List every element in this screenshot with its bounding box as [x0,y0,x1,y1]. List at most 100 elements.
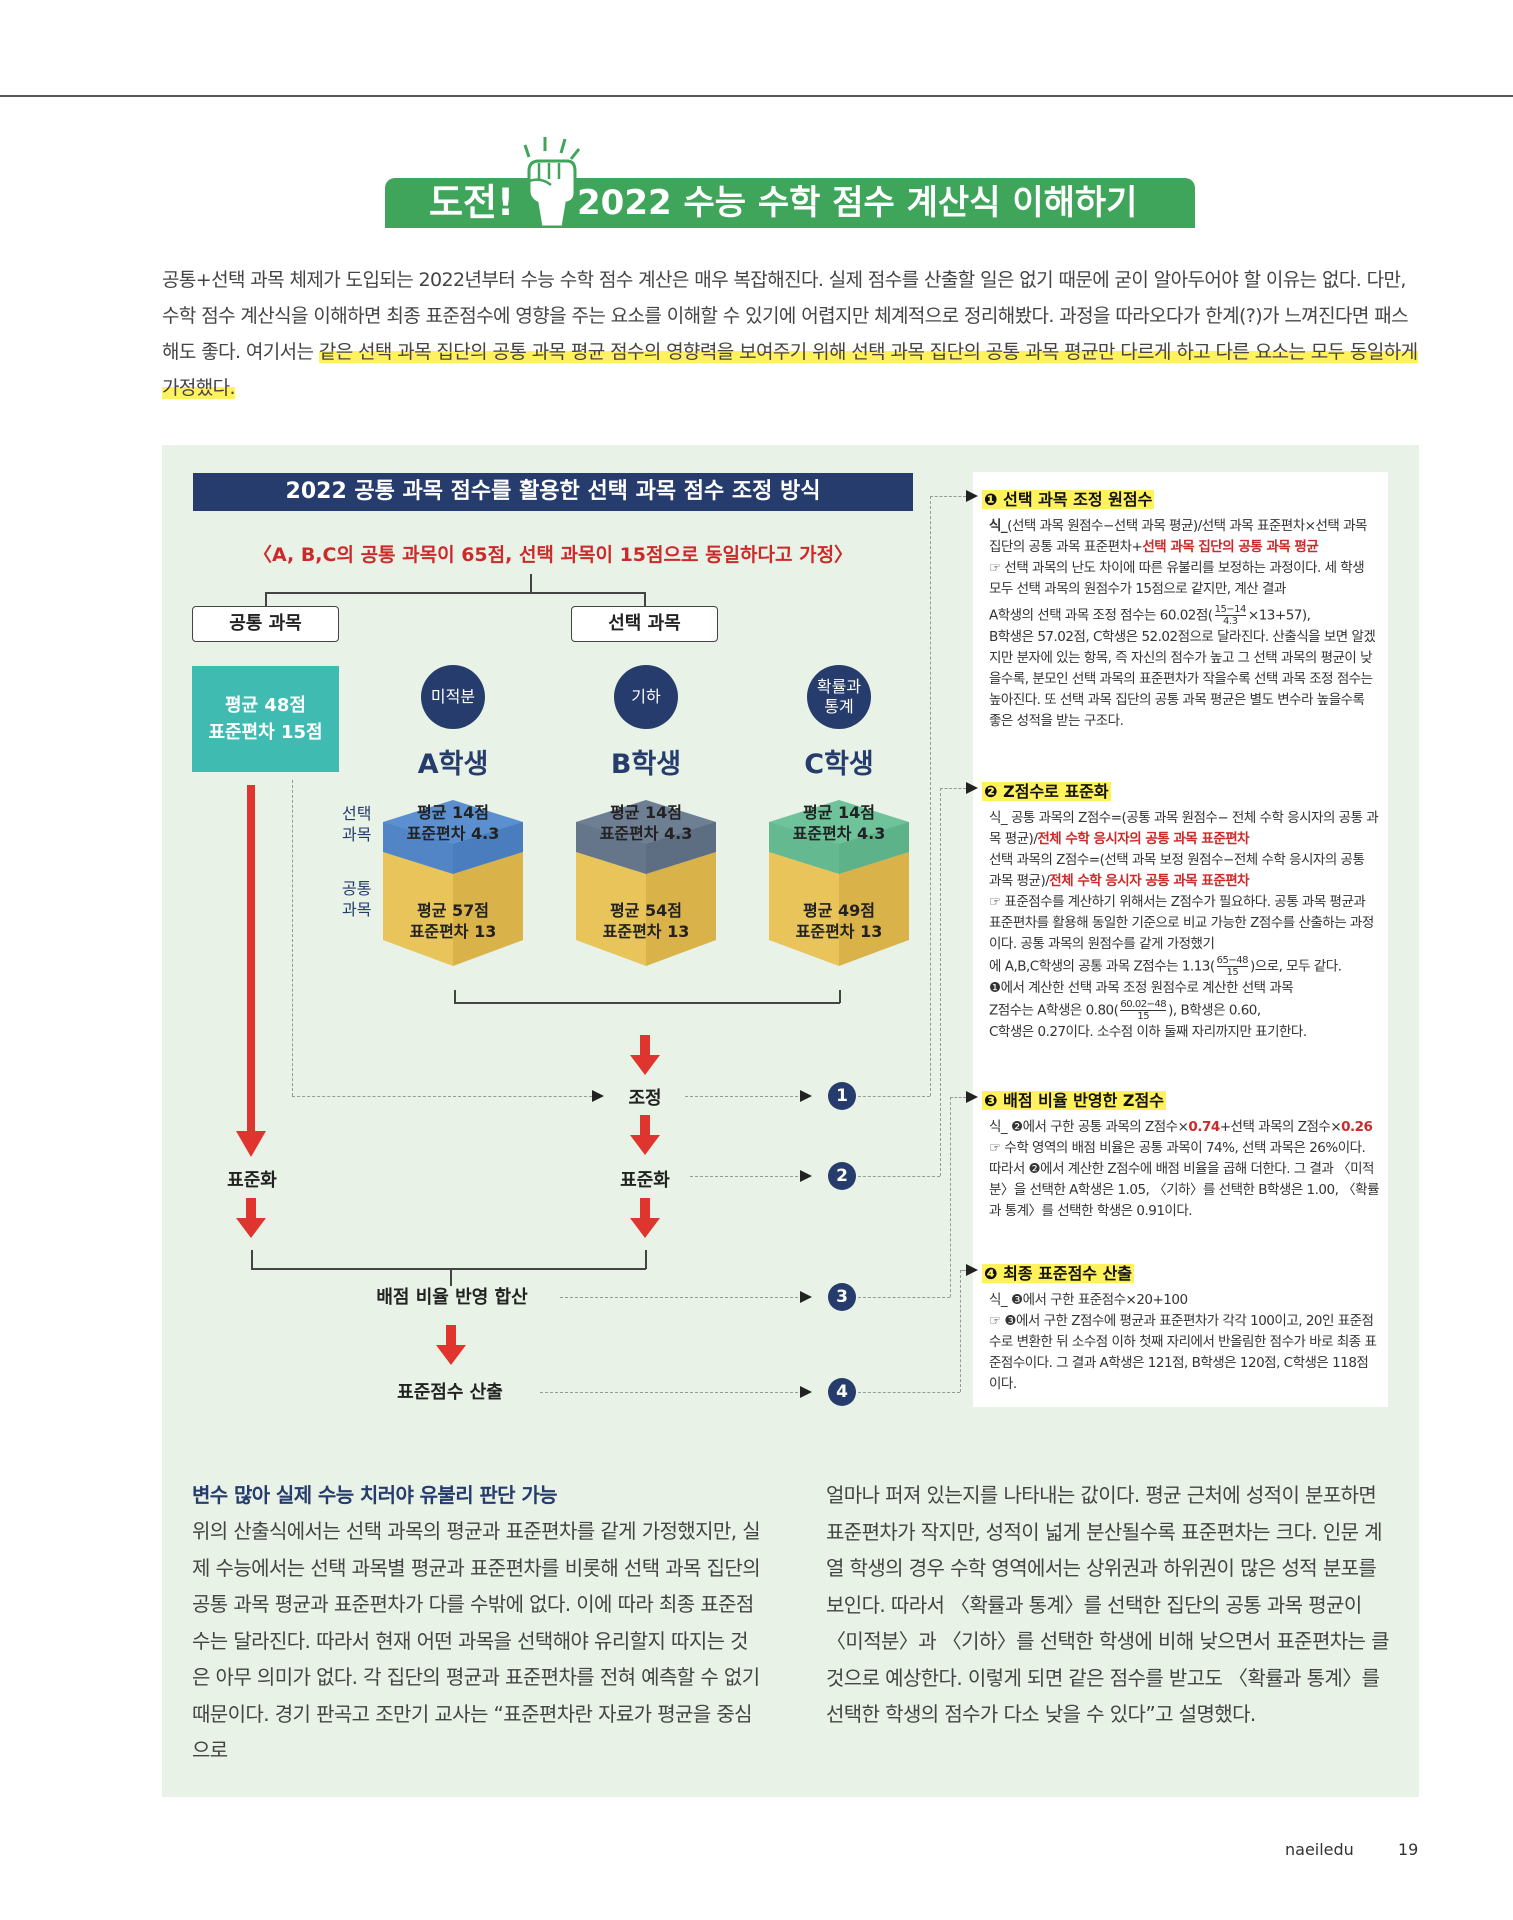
dashed-connector [690,1176,803,1177]
subject-circle-probability: 확률과 통계 [807,665,871,729]
step-title: 선택 과목 조정 원점수 [1003,490,1153,509]
formula-red: 0.74 [1188,1119,1220,1135]
arrow-right-icon [966,490,978,502]
side-label-elective: 선택 과목 [342,803,371,845]
side-label-line: 과목 [342,900,372,919]
dashed-connector [960,1270,961,1392]
step4-heading: ❹ 최종 표준점수 산출 [982,1260,1135,1284]
red-arrow-icon [630,1035,660,1075]
arrow-right-icon [800,1386,812,1398]
formula-red: 전체 수학 응시자 공통 과목 표준편차 [1049,873,1250,889]
top-rule [0,95,1513,97]
body-text: ), B학생은 0.60, [1168,1002,1261,1019]
body-text: ☞ 수학 영역의 배점 비율은 공통 과목이 74%, 선택 과목은 26%이다… [989,1140,1380,1219]
dashed-connector [858,1392,960,1393]
cube-b-top-text: 평균 14점 표준편차 4.3 [576,802,716,844]
diagram-title: 2022 공통 과목 점수를 활용한 선택 과목 점수 조정 방식 [193,473,913,511]
flow-adjust: 조정 [628,1088,662,1109]
step3-body: 식_ ❷에서 구한 공통 과목의 Z점수×0.74+선택 과목의 Z점수×0.2… [989,1117,1380,1222]
student-a-label: A학생 [417,749,489,780]
cube-b [576,800,716,966]
cube-c-top-text: 평균 14점 표준편차 4.3 [769,802,909,844]
article-right-column: 얼마나 퍼져 있는지를 나타내는 값이다. 평균 근처에 성적이 분포하면 표준… [826,1477,1396,1733]
flow-sum: 배점 비율 반영 합산 [376,1287,528,1308]
red-arrow-icon [630,1198,660,1238]
step1-body: 식_(선택 과목 원점수−선택 과목 평균)/선택 과목 표준편차×선택 과목 … [989,516,1379,732]
arrow-right-icon [800,1170,812,1182]
dashed-connector [930,496,966,497]
step-number-3: 3 [828,1283,856,1311]
subject-label: 미적분 [430,687,476,706]
intro-highlight: 같은 선택 과목 집단의 공통 과목 평균 점수의 영향력을 보여주기 위해 선… [162,341,1418,399]
connector [644,592,646,608]
article-left-column: 변수 많아 실제 수능 치러야 유불리 판단 가능 위의 산출식에서는 선택 과… [192,1477,762,1769]
side-label-line: 과목 [342,825,372,844]
body-text: ×13+57), [1247,607,1311,624]
connector [265,592,645,594]
arrow-right-icon [966,1091,978,1103]
step-mark: ❶ [984,490,998,509]
fraction-denominator: 4.3 [1223,616,1238,627]
dashed-connector [540,1392,803,1393]
dashed-connector [940,788,966,789]
cube-b-bottom-text: 평균 54점 표준편차 13 [576,900,716,942]
subject-circle-geometry: 기하 [614,665,678,729]
article-heading: 변수 많아 실제 수능 치러야 유불리 판단 가능 [192,1483,558,1507]
elective-std: 표준편차 4.3 [792,824,886,843]
formula-text: (선택 과목 원점수−선택 과목 평균)/선택 과목 표준편차×선택 과목 집단… [989,518,1367,555]
fraction-numerator: 15−14 [1214,604,1246,616]
body-text: )으로, 모두 같다. [1249,958,1342,975]
step2-body: 식_ 공통 과목의 Z점수=(공통 과목 원점수− 전체 수학 응시자의 공통 … [989,808,1379,1043]
fist-icon [523,137,581,227]
dashed-connector [950,1097,951,1297]
common-subject-label: 공통 과목 [192,606,339,642]
red-arrow-icon [630,1115,660,1155]
body-text: ☞ 표준점수를 계산하기 위해서는 Z점수가 필요하다. 공통 과목 평균과 표… [989,894,1374,952]
common-mean: 평균 49점 [803,901,875,920]
fraction-denominator: 15 [1226,967,1239,978]
common-std: 표준편차 13 [795,922,883,941]
elective-mean: 평균 14점 [803,803,875,822]
body-text: ☞ 선택 과목의 난도 차이에 따른 유불리를 보정하는 과정이다. 세 학생 … [989,560,1365,597]
dashed-connector [292,1096,602,1097]
formula-red: 전체 수학 응시자의 공통 과목 표준편차 [1037,831,1250,847]
step1-heading: ❶ 선택 과목 조정 원점수 [982,486,1155,510]
dashed-connector [960,1270,966,1271]
step-mark: ❹ [984,1264,998,1283]
elective-mean: 평균 14점 [610,803,682,822]
article-left-text: 위의 산출식에서는 선택 과목의 평균과 표준편차를 같게 가정했지만, 실제 … [192,1519,761,1762]
side-label-line: 공통 [342,879,372,898]
body-text: A학생의 선택 과목 조정 점수는 60.02점( [989,607,1213,624]
side-label-common: 공통 과목 [342,878,371,920]
step-number-2: 2 [828,1162,856,1190]
step-mark: ❸ [984,1091,998,1110]
dashed-connector [858,1297,950,1298]
formula-red: 0.26 [1341,1119,1373,1135]
cube-c-bottom-text: 평균 49점 표준편차 13 [769,900,909,942]
connector [265,592,267,608]
formula-text: +선택 과목의 Z점수× [1219,1119,1342,1135]
elective-subject-label: 선택 과목 [571,606,718,642]
banner-title: 2022 수능 수학 점수 계산식 이해하기 [577,183,1138,223]
arrow-right-icon [800,1090,812,1102]
common-std: 표준편차 13 [602,922,690,941]
dashed-connector [950,1097,966,1098]
body-text: 에 A,B,C학생의 공통 과목 Z점수는 1.13( [989,958,1215,975]
explanation-box [973,472,1388,1407]
footer-brand: naeiledu [1285,1840,1354,1859]
subject-label-line1: 확률과 [816,677,862,696]
connector [530,574,532,592]
fraction-numerator: 60.02−48 [1120,999,1167,1011]
dashed-connector [685,1096,803,1097]
page-number: 19 [1398,1840,1419,1859]
common-std: 표준편차 15점 [208,722,323,743]
cube-a-bottom-text: 평균 57점 표준편차 13 [383,900,523,942]
common-std: 표준편차 13 [409,922,497,941]
step-mark: ❷ [984,782,998,801]
step-title: 배점 비율 반영한 Z점수 [1003,1091,1164,1110]
flow-final: 표준점수 산출 [397,1382,503,1403]
side-label-line: 선택 [342,804,372,823]
elective-std: 표준편차 4.3 [406,824,500,843]
